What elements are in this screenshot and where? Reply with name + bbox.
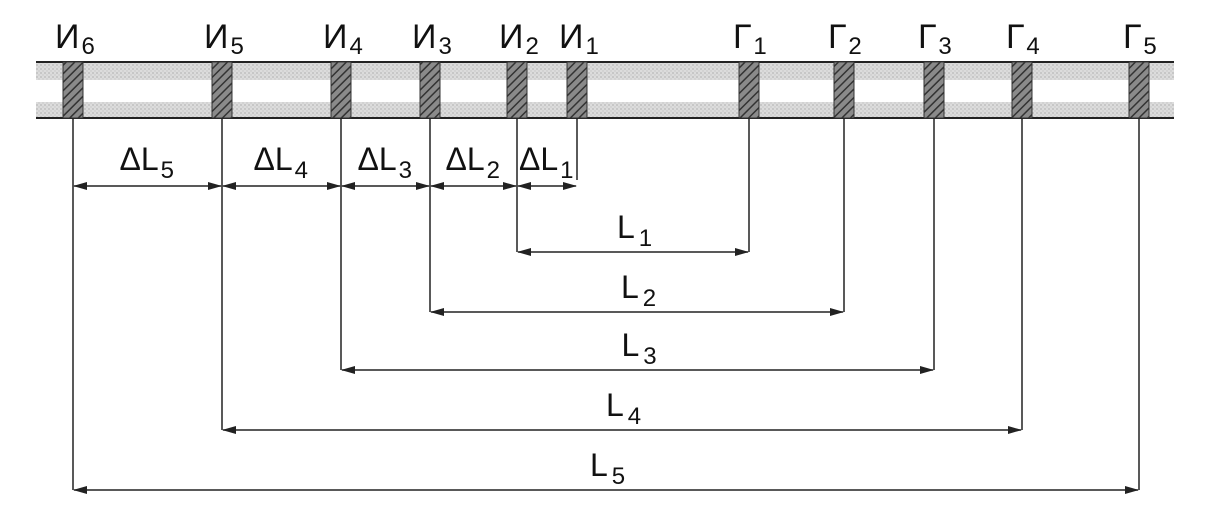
delta-dimension-label-4-main: ΔL bbox=[254, 141, 293, 177]
receiver-label-3-letter: Г bbox=[918, 18, 936, 56]
tool-body-upper-texture bbox=[36, 62, 1174, 80]
transmitter-label-4: И4 bbox=[323, 18, 363, 60]
long-dimension-label-4-main: L bbox=[606, 387, 624, 423]
delta-dimension-label-5-main: ΔL bbox=[120, 141, 159, 177]
long-dimension-label-2-main: L bbox=[621, 269, 639, 305]
transmitter-element-4 bbox=[330, 61, 352, 119]
transmitter-label-2-sub: 2 bbox=[525, 33, 538, 60]
transmitter-element-3 bbox=[419, 61, 441, 119]
transmitter-element-2 bbox=[506, 61, 528, 119]
receiver-element-3 bbox=[923, 61, 945, 119]
long-dimension-label-2-sub: 2 bbox=[643, 285, 656, 312]
dimension-lines bbox=[72, 118, 1140, 494]
transmitter-label-6: И6 bbox=[55, 18, 95, 60]
delta-dimension-label-4-sub: 4 bbox=[295, 157, 308, 184]
receiver-label-4: Г4 bbox=[1006, 18, 1040, 60]
delta-dimension-label-1-main: ΔL bbox=[519, 141, 558, 177]
delta-dimension-label-1-sub: 1 bbox=[560, 157, 573, 184]
transmitter-element-6 bbox=[62, 61, 84, 119]
transmitter-label-3-letter: И bbox=[412, 18, 436, 56]
transmitter-label-3: И3 bbox=[412, 18, 452, 60]
transmitter-label-1-letter: И bbox=[559, 18, 583, 56]
receiver-element-5 bbox=[1128, 61, 1150, 119]
long-dimension-label-5-sub: 5 bbox=[612, 463, 625, 490]
transmitter-label-1-sub: 1 bbox=[585, 33, 598, 60]
receiver-label-5-letter: Г bbox=[1123, 18, 1141, 56]
receiver-label-3-sub: 3 bbox=[938, 33, 951, 60]
transmitter-label-5-sub: 5 bbox=[230, 33, 243, 60]
delta-dimension-label-5-sub: 5 bbox=[161, 157, 174, 184]
receiver-label-1-letter: Г bbox=[733, 18, 751, 56]
transmitter-label-4-letter: И bbox=[323, 18, 347, 56]
transmitter-label-1: И1 bbox=[559, 18, 599, 60]
receiver-element-1 bbox=[738, 61, 760, 119]
receiver-label-4-sub: 4 bbox=[1026, 33, 1039, 60]
transmitter-label-6-sub: 6 bbox=[81, 33, 94, 60]
receiver-label-2: Г2 bbox=[828, 18, 862, 60]
receiver-label-2-letter: Г bbox=[828, 18, 846, 56]
long-dimension-label-3-sub: 3 bbox=[643, 343, 656, 370]
receiver-label-5: Г5 bbox=[1123, 18, 1157, 60]
receiver-element-2 bbox=[833, 61, 855, 119]
long-dimension-label-1-sub: 1 bbox=[639, 225, 652, 252]
delta-dimension-label-3-main: ΔL bbox=[358, 141, 397, 177]
receiver-label-1-sub: 1 bbox=[753, 33, 766, 60]
transmitter-label-2-letter: И bbox=[499, 18, 523, 56]
receiver-label-1: Г1 bbox=[733, 18, 767, 60]
delta-dimension-label-5: ΔL5 bbox=[120, 141, 175, 184]
receiver-label-3: Г3 bbox=[918, 18, 952, 60]
delta-dimension-label-3: ΔL3 bbox=[358, 141, 413, 184]
transmitter-label-4-sub: 4 bbox=[349, 33, 362, 60]
delta-dimension-label-3-sub: 3 bbox=[399, 157, 412, 184]
tool-body-lower-texture bbox=[36, 102, 1174, 118]
long-dimension-label-5-main: L bbox=[590, 447, 608, 483]
transmitter-label-5: И5 bbox=[204, 18, 244, 60]
transmitter-label-5-letter: И bbox=[204, 18, 228, 56]
transmitter-label-3-sub: 3 bbox=[438, 33, 451, 60]
delta-dimension-label-2-main: ΔL bbox=[446, 141, 485, 177]
delta-dimension-label-1: ΔL1 bbox=[519, 141, 574, 184]
long-dimension-label-1-main: L bbox=[617, 209, 635, 245]
transmitter-element-5 bbox=[211, 61, 233, 119]
delta-dimension-label-2: ΔL2 bbox=[446, 141, 501, 184]
receiver-label-2-sub: 2 bbox=[848, 33, 861, 60]
transmitter-label-6-letter: И bbox=[55, 18, 79, 56]
transmitter-label-2: И2 bbox=[499, 18, 539, 60]
receiver-element-4 bbox=[1011, 61, 1033, 119]
long-dimension-label-4-sub: 4 bbox=[628, 403, 641, 430]
receiver-label-4-letter: Г bbox=[1006, 18, 1024, 56]
delta-dimension-label-4: ΔL4 bbox=[254, 141, 309, 184]
long-dimension-label-3-main: L bbox=[622, 327, 640, 363]
tool-body bbox=[36, 61, 1174, 119]
delta-dimension-label-2-sub: 2 bbox=[487, 157, 500, 184]
transmitter-element-1 bbox=[566, 61, 588, 119]
receiver-label-5-sub: 5 bbox=[1143, 33, 1156, 60]
